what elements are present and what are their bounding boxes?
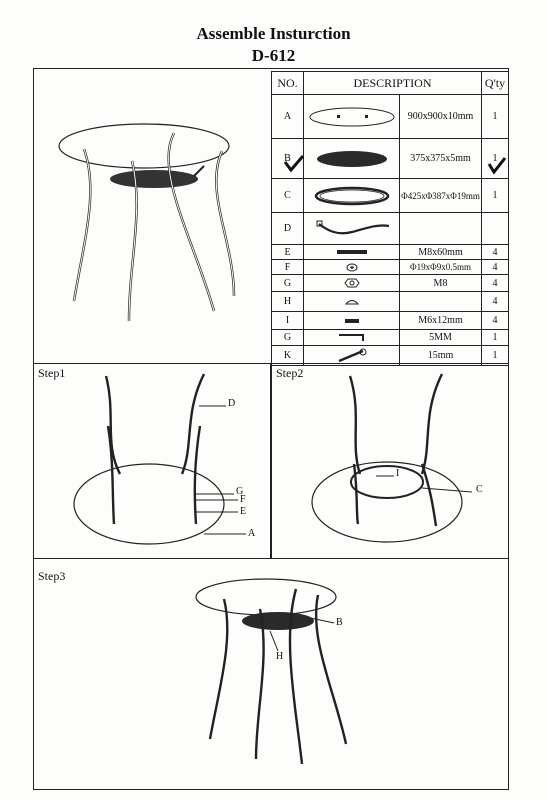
- part-spec: Φ425xΦ387xΦ19mm: [398, 178, 483, 213]
- suction-cup-icon: [303, 291, 400, 312]
- part-no: D: [271, 212, 304, 245]
- step3-illustration: [195, 578, 348, 765]
- assembled-table-illustration: [58, 123, 236, 322]
- mesh-shelf-icon: [303, 138, 400, 179]
- part-spec: 15mm: [398, 345, 483, 366]
- table-row: E M8x60mm 4: [271, 244, 510, 260]
- header-description: DESCRIPTION: [302, 71, 483, 95]
- washer-icon: [303, 259, 400, 275]
- header-no: NO.: [271, 71, 304, 95]
- part-qty: 4: [481, 244, 510, 260]
- part-spec: M8: [398, 274, 483, 292]
- part-spec: M8x60mm: [398, 244, 483, 260]
- part-spec: [398, 212, 483, 245]
- table-row: B 375x375x5mm 1: [271, 138, 510, 179]
- curved-leg-icon: [303, 212, 400, 245]
- instruction-sheet: NO. DESCRIPTION Q'ty A 900x900x10mm 1 B …: [33, 68, 510, 790]
- part-spec: 5MM: [398, 329, 483, 346]
- part-qty: 4: [481, 274, 510, 292]
- step3-panel: Step3 B H: [34, 559, 508, 789]
- table-header-row: NO. DESCRIPTION Q'ty: [271, 71, 510, 95]
- part-qty: 4: [481, 291, 510, 312]
- part-qty: 1: [481, 178, 510, 213]
- table-row: D: [271, 212, 510, 245]
- part-no: F: [271, 259, 304, 275]
- step2-panel: Step2 I C: [271, 363, 508, 559]
- part-spec: M6x12mm: [398, 311, 483, 330]
- part-spec: [398, 291, 483, 312]
- part-qty: 1: [481, 94, 510, 139]
- table-row: F Φ19xΦ9x0.5mm 4: [271, 259, 510, 275]
- step1-label: Step1: [38, 366, 66, 380]
- table-row: K 15mm 1: [271, 345, 510, 366]
- part-spec: Φ19xΦ9x0.5mm: [398, 259, 483, 275]
- callout-f: F: [240, 494, 246, 505]
- part-spec: 375x375x5mm: [398, 138, 483, 179]
- ring-frame-icon: [303, 178, 400, 213]
- part-qty: 1: [481, 329, 510, 346]
- screw-icon: [303, 311, 400, 330]
- step2-label: Step2: [276, 366, 304, 380]
- step1-illustration: [73, 373, 246, 545]
- part-spec: 900x900x10mm: [398, 94, 483, 139]
- part-no: B: [271, 138, 304, 179]
- table-row: A 900x900x10mm 1: [271, 94, 510, 139]
- callout-d: D: [228, 398, 236, 409]
- callout-g: G: [236, 486, 244, 497]
- allen-key-icon: [303, 329, 400, 346]
- table-row: G 5MM 1: [271, 329, 510, 346]
- step3-label: Step3: [38, 569, 66, 583]
- part-qty: 1: [481, 345, 510, 366]
- header-qty: Q'ty: [481, 71, 510, 95]
- part-no: G: [271, 329, 304, 346]
- part-no: H: [271, 291, 304, 312]
- callout-c: C: [476, 484, 483, 495]
- table-row: H 4: [271, 291, 510, 312]
- table-row: I M6x12mm 4: [271, 311, 510, 330]
- part-qty: [481, 212, 510, 245]
- part-no: A: [271, 94, 304, 139]
- part-no: G: [271, 274, 304, 292]
- callout-a: A: [248, 528, 256, 539]
- callout-e: E: [240, 506, 247, 517]
- check-mark-icon: [487, 157, 507, 175]
- step1-panel: Step1 D G F E A: [34, 363, 271, 559]
- check-mark-icon: [283, 155, 305, 173]
- parts-table: NO. DESCRIPTION Q'ty A 900x900x10mm 1 B …: [271, 71, 510, 366]
- callout-i: I: [396, 468, 400, 479]
- part-no: C: [271, 178, 304, 213]
- step2-illustration: [311, 373, 473, 543]
- bolt-icon: [303, 244, 400, 260]
- document-title: Assemble Insturction: [196, 24, 351, 43]
- table-row: C Φ425xΦ387xΦ19mm 1: [271, 178, 510, 213]
- table-row: G M8 4: [271, 274, 510, 292]
- glass-tabletop-icon: [303, 94, 400, 139]
- wrench-icon: [303, 345, 400, 366]
- part-no: I: [271, 311, 304, 330]
- part-no: E: [271, 244, 304, 260]
- part-qty: 4: [481, 311, 510, 330]
- callout-b: B: [336, 617, 343, 628]
- callout-h: H: [276, 651, 284, 662]
- model-number: D-612: [251, 46, 296, 65]
- nut-icon: [303, 274, 400, 292]
- part-qty: 4: [481, 259, 510, 275]
